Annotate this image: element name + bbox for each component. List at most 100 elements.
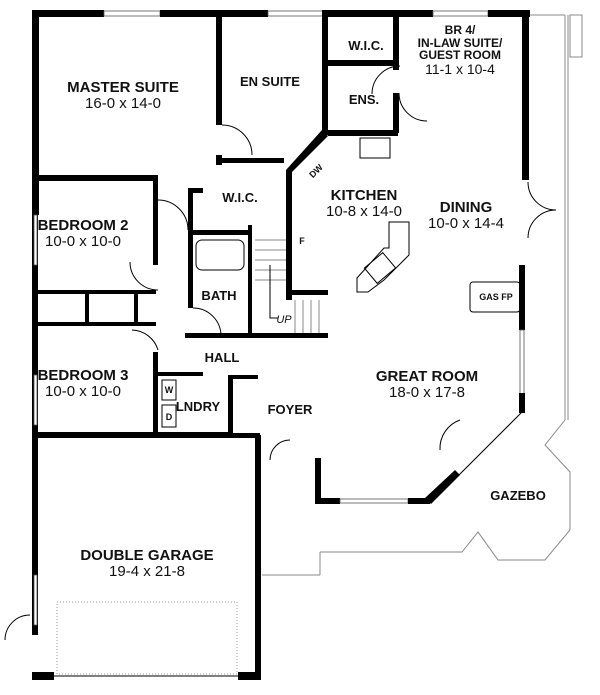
- door-hall-wic[interactable]: [157, 199, 189, 231]
- wall: [32, 672, 54, 680]
- door-master-ensuite[interactable]: [221, 124, 253, 156]
- wall: [160, 10, 268, 17]
- label-gazebo: GAZEBO: [490, 488, 546, 503]
- wall: [228, 375, 258, 379]
- room-great-room: GREAT ROOM 18-0 x 17-8: [376, 369, 478, 401]
- wall: [153, 352, 158, 432]
- room-name: DINING: [439, 199, 493, 216]
- room-bedroom-2: BEDROOM 2 10-0 x 10-0: [38, 218, 129, 250]
- room-name: BEDROOM 3: [37, 367, 129, 384]
- room-dimensions: 16-0 x 14-0: [85, 94, 161, 112]
- window: [432, 10, 489, 17]
- wall: [519, 265, 525, 330]
- wall: [315, 498, 340, 504]
- wall: [255, 435, 261, 680]
- label-laundry: LNDRY: [175, 399, 221, 414]
- kitchen-island: [356, 221, 410, 293]
- label-gas-fireplace: GAS FP: [479, 292, 513, 302]
- wall: [85, 290, 89, 326]
- label-wic-br4: W.I.C.: [348, 38, 384, 53]
- room-name: MASTER SUITE: [67, 79, 179, 96]
- room-master-suite: MASTER SUITE 16-0 x 14-0: [67, 80, 179, 112]
- wall: [328, 60, 396, 66]
- washer: [161, 379, 177, 401]
- door-br4-wic[interactable]: [371, 65, 401, 95]
- room-br4-in-law-suite: BR 4/ IN-LAW SUITE/ GUEST ROOM 11-1 x 10…: [418, 24, 503, 76]
- wall: [488, 10, 530, 17]
- label-washer: W: [164, 385, 174, 395]
- window: [33, 374, 38, 426]
- wall: [519, 393, 525, 413]
- room-name-line: BR 4/: [444, 23, 476, 37]
- window: [33, 214, 38, 266]
- door-front-entry[interactable]: [269, 439, 291, 461]
- door-bath[interactable]: [192, 307, 222, 337]
- label-foyer: FOYER: [267, 402, 313, 417]
- fireplace: [469, 281, 521, 313]
- window: [519, 329, 525, 396]
- room-name-line: IN-LAW SUITE/: [417, 35, 503, 50]
- cooktop: [363, 251, 397, 285]
- door-great-room-gazebo[interactable]: [439, 419, 461, 451]
- wall: [188, 188, 193, 308]
- wall: [38, 290, 156, 294]
- room-name-line: GUEST ROOM: [418, 48, 502, 63]
- wall: [222, 158, 284, 163]
- label-wic-master: W.I.C.: [222, 190, 258, 205]
- door-garage-side[interactable]: [4, 614, 31, 641]
- room-dimensions: 18-0 x 17-8: [389, 383, 465, 401]
- door-dining-deck-2[interactable]: [527, 209, 557, 239]
- window: [339, 498, 409, 504]
- room-dining: DINING 10-0 x 14-4: [428, 200, 504, 232]
- room-dimensions: 19-4 x 21-8: [109, 562, 185, 580]
- wall: [153, 175, 158, 265]
- garage-parking-outline: [56, 601, 238, 675]
- door-bedroom-2[interactable]: [129, 261, 159, 291]
- wall: [522, 10, 529, 180]
- window: [33, 574, 38, 626]
- window: [267, 10, 329, 17]
- wall: [328, 10, 433, 17]
- room-dimensions: 10-0 x 14-4: [428, 214, 504, 232]
- wall: [216, 10, 222, 125]
- room-dimensions: 10-0 x 10-0: [45, 232, 121, 250]
- window: [103, 10, 161, 17]
- kitchen-sink: [359, 137, 391, 159]
- wall: [38, 322, 156, 326]
- door-dining-deck[interactable]: [527, 181, 557, 211]
- room-dimensions: 10-0 x 10-0: [45, 382, 121, 400]
- label-dryer: D: [165, 412, 173, 422]
- wall: [322, 10, 328, 135]
- room-name: GREAT ROOM: [375, 368, 479, 385]
- label-en-suite: EN SUITE: [240, 74, 300, 89]
- wall: [32, 10, 104, 17]
- room-name: KITCHEN: [330, 187, 398, 204]
- wall: [408, 498, 430, 504]
- label-bath: BATH: [201, 288, 237, 303]
- wall: [158, 372, 203, 376]
- wall: [228, 433, 260, 438]
- wall: [393, 10, 399, 70]
- wall: [32, 10, 39, 215]
- wall: [286, 130, 328, 300]
- room-dimensions: 10-8 x 14-0: [326, 202, 402, 220]
- wall: [32, 175, 157, 181]
- label-ens: ENS.: [348, 92, 380, 107]
- wall: [315, 458, 321, 503]
- wall: [228, 375, 233, 437]
- label-hall: HALL: [204, 350, 240, 365]
- door-bedroom-3[interactable]: [131, 329, 159, 351]
- wall: [32, 432, 232, 438]
- label-fridge: F: [299, 236, 305, 246]
- door-br4-ens[interactable]: [398, 92, 428, 122]
- room-kitchen: KITCHEN 10-8 x 14-0: [326, 188, 402, 220]
- dryer: [161, 404, 177, 428]
- bathtub: [195, 239, 245, 271]
- wall: [393, 93, 399, 133]
- wall: [238, 672, 261, 680]
- room-name: BEDROOM 2: [37, 217, 129, 234]
- room-dimensions: 11-1 x 10-4: [425, 60, 495, 77]
- room-bedroom-3: BEDROOM 3 10-0 x 10-0: [38, 368, 129, 400]
- gazebo-outline: [262, 14, 583, 576]
